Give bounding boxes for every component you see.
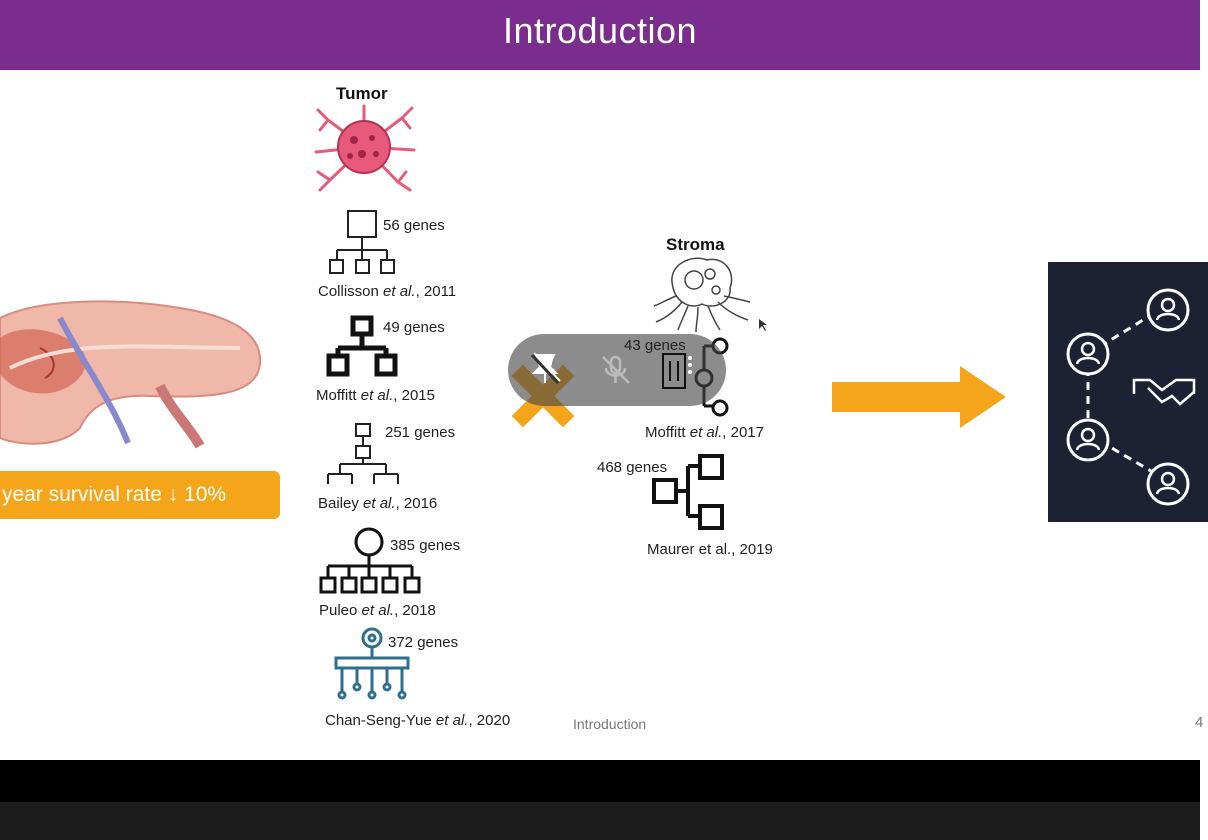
gene-count-moffitt-2015: 49 genes <box>383 319 445 336</box>
pin-off-icon[interactable] <box>530 352 561 385</box>
player-control-strip <box>0 802 1200 840</box>
pancreas-illustration <box>0 300 262 449</box>
mic-off-icon[interactable] <box>600 354 632 386</box>
hierarchy-icon-bailey <box>327 423 399 484</box>
hierarchy-icon-puleo <box>319 527 421 594</box>
menu-icon[interactable] <box>660 352 700 392</box>
survival-rate-badge: year survival rate ↓ 10% <box>0 471 280 519</box>
stroma-cell-icon <box>653 257 751 333</box>
citation-maurer: Maurer et al., 2019 <box>647 541 773 558</box>
gene-count-bailey: 251 genes <box>385 424 456 441</box>
hierarchy-icon-maurer <box>652 454 724 530</box>
citation-bailey: Bailey et al., 2016 <box>318 495 438 512</box>
tumor-cell-icon <box>314 104 416 192</box>
video-letterbox-bar <box>0 760 1200 802</box>
citation-collisson: Collisson et al., 2011 <box>318 283 457 300</box>
title-banner <box>0 0 1200 70</box>
gene-count-chan-seng-yue: 372 genes <box>388 634 459 651</box>
gene-count-collisson: 56 genes <box>383 217 445 234</box>
citation-moffitt-2017: Moffitt et al., 2017 <box>645 424 764 441</box>
hierarchy-icon-moffitt-2015 <box>326 315 398 377</box>
citation-puleo: Puleo et al., 2018 <box>319 602 436 619</box>
gene-count-maurer: 468 genes <box>597 459 668 476</box>
hierarchy-icon-chan-seng-yue <box>334 627 410 700</box>
citation-moffitt-2015: Moffitt et al., 2015 <box>316 387 435 404</box>
mouse-cursor-icon <box>759 319 767 331</box>
citation-chan-seng-yue: Chan-Seng-Yue et al., 2020 <box>325 712 511 729</box>
hierarchy-icon-collisson <box>329 210 395 274</box>
slide-title: Introduction <box>502 10 698 51</box>
page-number: 4 <box>1195 714 1204 731</box>
slide-footer: Introduction <box>573 716 647 732</box>
collaboration-network-icon <box>1066 288 1196 506</box>
tumor-label: Tumor <box>336 84 388 103</box>
right-arrow-icon <box>832 366 1006 428</box>
gene-count-puleo: 385 genes <box>390 537 461 554</box>
stroma-label: Stroma <box>666 235 725 254</box>
gene-count-moffitt-2017: 43 genes <box>624 337 686 354</box>
